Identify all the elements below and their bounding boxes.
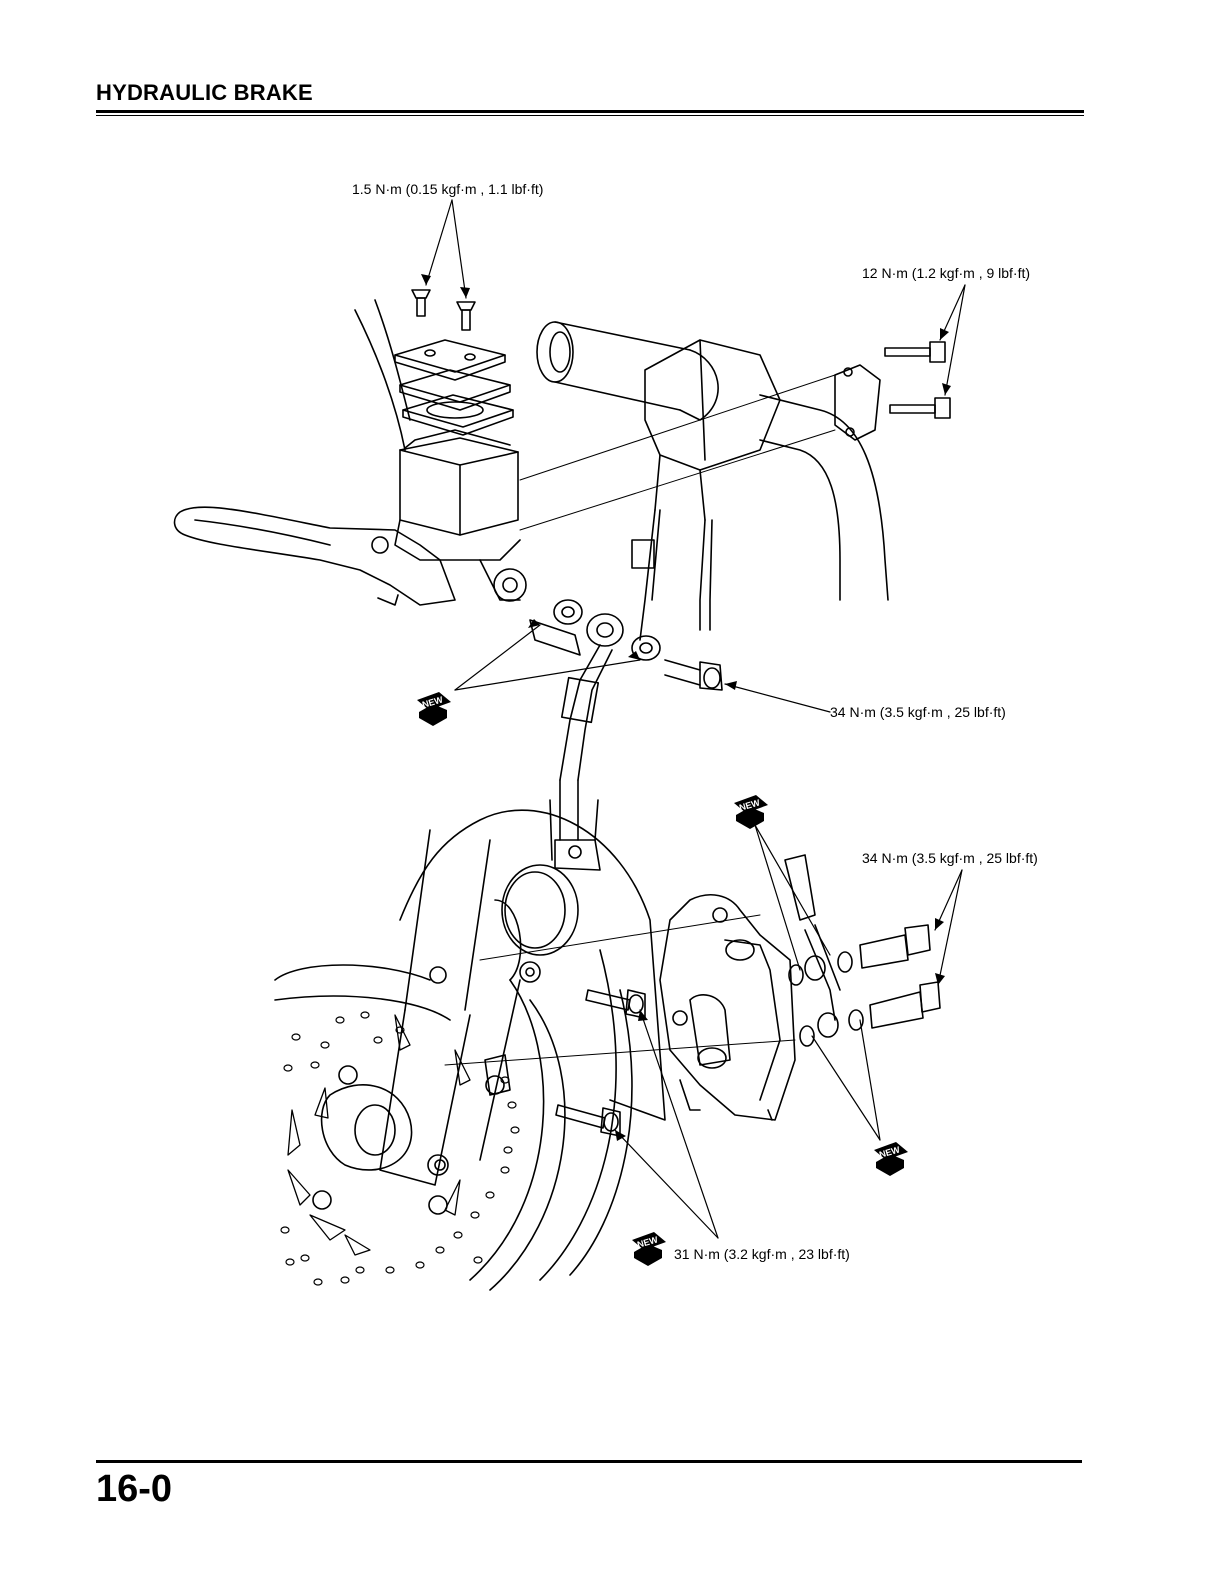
torque-reservoir-cover-screws: 1.5 N·m (0.15 kgf·m , 1.1 lbf·ft) xyxy=(352,181,543,197)
caliper-sealing-washers xyxy=(789,952,863,1046)
reservoir-cover-stack xyxy=(395,340,513,435)
handlebar-pipe xyxy=(760,395,888,600)
handlebar-grip xyxy=(537,322,718,420)
fork-mount-bosses xyxy=(430,962,540,1095)
caliper-oil-bolts xyxy=(860,925,940,1028)
wheel-hub xyxy=(313,1066,504,1214)
new-part-badge-icon: NEW xyxy=(417,692,451,726)
master-cylinder-body xyxy=(355,300,526,601)
page-number: 16-0 xyxy=(96,1468,172,1511)
holder-bolts xyxy=(885,342,950,418)
footer-rule xyxy=(96,1460,1082,1463)
upper-oil-bolt-group xyxy=(554,600,722,690)
torque-caliper-oil-bolts: 34 N·m (3.5 kgf·m , 25 lbf·ft) xyxy=(862,850,1038,866)
brake-hose-lower xyxy=(550,780,598,860)
new-part-badge-icon: NEW xyxy=(734,795,768,829)
fork-leg xyxy=(380,830,521,1185)
new-part-badge-icon: NEW xyxy=(874,1142,908,1176)
master-cylinder-holder xyxy=(835,365,880,440)
brake-caliper xyxy=(660,895,795,1120)
fender xyxy=(400,810,665,1120)
torque-master-cylinder-oil-bolt: 34 N·m (3.5 kgf·m , 25 lbf·ft) xyxy=(830,704,1006,720)
torque-master-cylinder-holder-bolts: 12 N·m (1.2 kgf·m , 9 lbf·ft) xyxy=(862,265,1030,281)
disc-vent-slots xyxy=(288,1015,470,1255)
new-part-badge-icon: NEW xyxy=(632,1232,666,1266)
speedometer-sensor xyxy=(502,840,600,955)
leader-arrowheads-upper xyxy=(421,274,951,690)
alignment-lines-upper xyxy=(520,375,835,530)
torque-caliper-mounting-bolts: 31 N·m (3.2 kgf·m , 23 lbf·ft) xyxy=(674,1246,850,1262)
switch-cables xyxy=(632,510,712,640)
